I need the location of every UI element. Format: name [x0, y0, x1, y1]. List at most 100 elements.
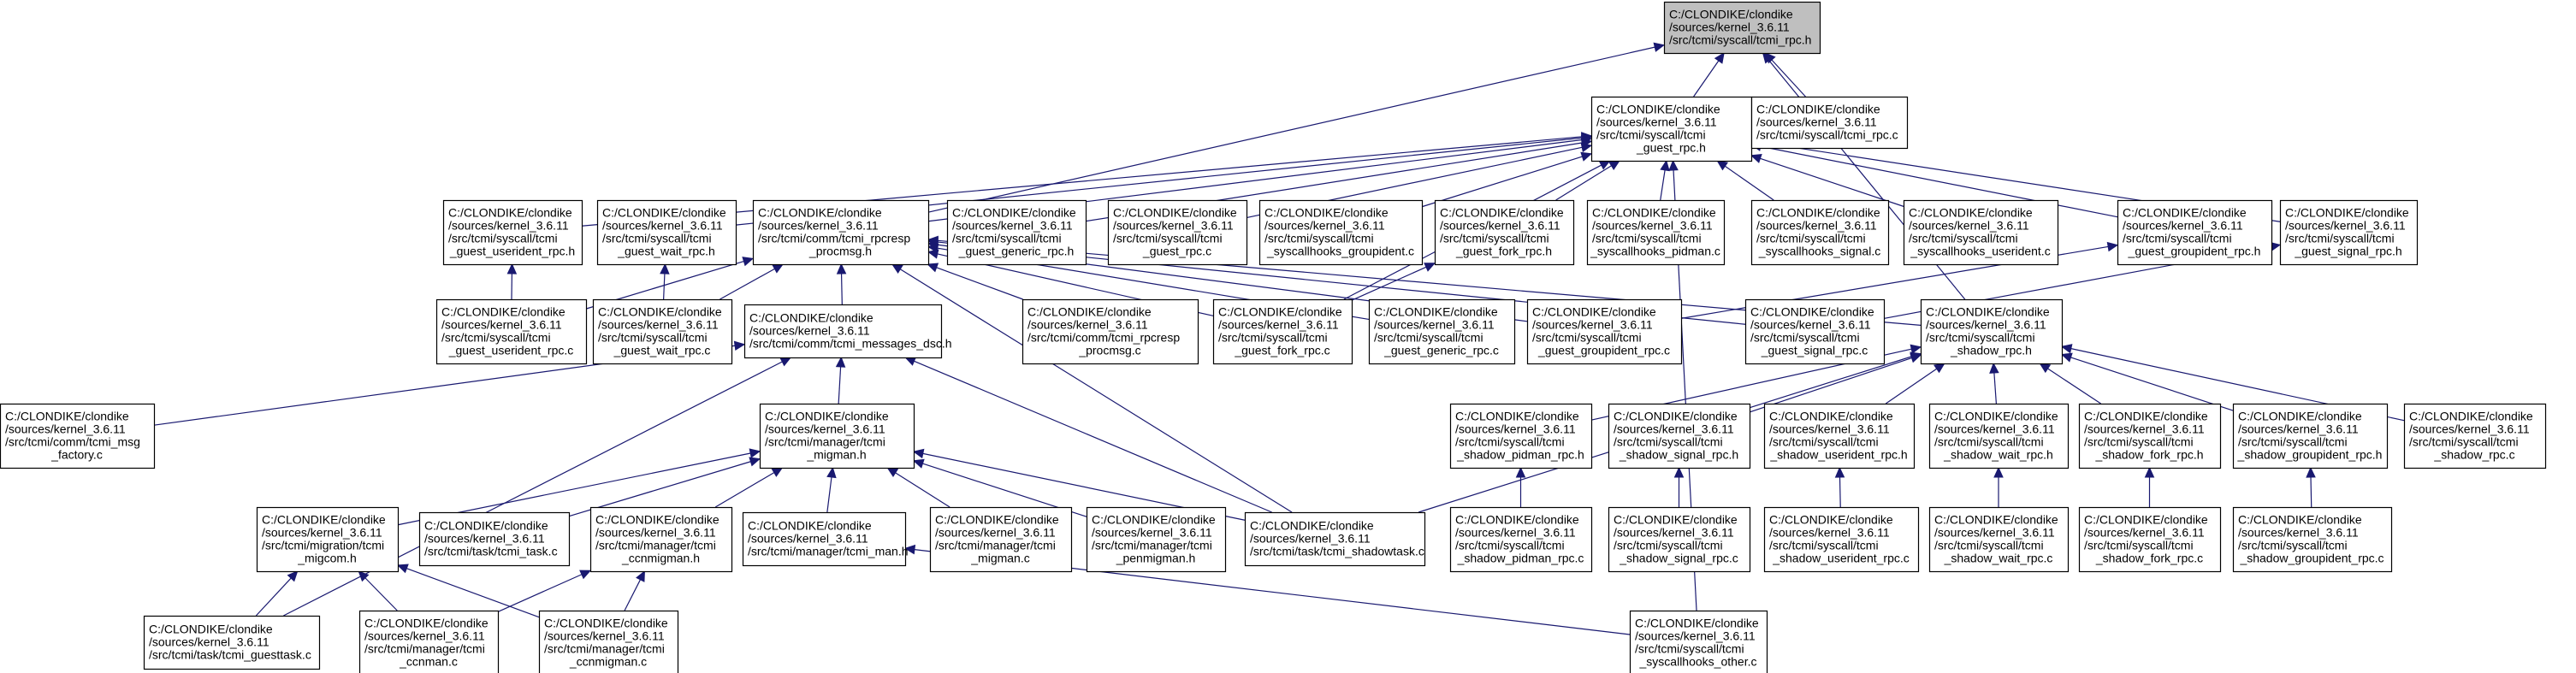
node-label-line: C:/CLONDIKE/clondike — [1218, 305, 1342, 319]
node-box — [1763, 506, 1920, 573]
node-label-line: /sources/kernel_3.6.11 — [544, 629, 665, 643]
node-box — [759, 403, 915, 469]
node-guest-signal-rpc-c[interactable]: C:/CLONDIKE/clondike/sources/kernel_3.6.… — [1744, 298, 1886, 365]
node-syscallhooks-signal-c[interactable]: C:/CLONDIKE/clondike/sources/kernel_3.6.… — [1750, 199, 1890, 266]
node-box — [1449, 403, 1593, 469]
node-guest-groupident-rpc-h[interactable]: C:/CLONDIKE/clondike/sources/kernel_3.6.… — [2117, 199, 2273, 266]
node-shadow-signal-rpc-c[interactable]: C:/CLONDIKE/clondike/sources/kernel_3.6.… — [1608, 506, 1751, 573]
node-migcom-h[interactable]: C:/CLONDIKE/clondike/sources/kernel_3.6.… — [256, 506, 400, 573]
node-shadow-wait-rpc-c[interactable]: C:/CLONDIKE/clondike/sources/kernel_3.6.… — [1928, 506, 2070, 573]
node-label-line: /src/tcmi/manager/tcmi — [544, 642, 665, 656]
node-label-line: C:/CLONDIKE/clondike — [2084, 410, 2208, 423]
node-shadow-rpc-h[interactable]: C:/CLONDIKE/clondike/sources/kernel_3.6.… — [1920, 298, 2064, 365]
node-shadow-userident-rpc-c[interactable]: C:/CLONDIKE/clondike/sources/kernel_3.6.… — [1763, 506, 1920, 573]
edge-man-h-to-migman-h — [826, 476, 832, 513]
node-box — [1526, 298, 1683, 365]
arrowhead-icon — [927, 263, 939, 273]
node-box — [1586, 199, 1726, 266]
node-guesttask-c[interactable]: C:/CLONDIKE/clondike/sources/kernel_3.6.… — [143, 615, 321, 670]
node-box — [1258, 199, 1424, 266]
node-shadow-groupident-rpc-c[interactable]: C:/CLONDIKE/clondike/sources/kernel_3.6.… — [2232, 506, 2393, 573]
node-syscallhooks-userident-c[interactable]: C:/CLONDIKE/clondike/sources/kernel_3.6.… — [1903, 199, 2059, 266]
arrowhead-icon — [742, 257, 755, 267]
node-msg-factory-c[interactable]: C:/CLONDIKE/clondike/sources/kernel_3.6.… — [0, 403, 156, 469]
node-guest-generic-rpc-h[interactable]: C:/CLONDIKE/clondike/sources/kernel_3.6.… — [946, 199, 1087, 266]
edge-guesttask-c-to-messages-dsc-h — [283, 361, 783, 617]
edge-rpcresp-procmsg-h-to-root — [927, 46, 1655, 213]
node-label-line: _ccnmigman.c — [569, 655, 647, 669]
node-box — [1022, 298, 1199, 365]
node-syscallhooks-groupident-c[interactable]: C:/CLONDIKE/clondike/sources/kernel_3.6.… — [1258, 199, 1424, 266]
node-shadow-userident-rpc-h[interactable]: C:/CLONDIKE/clondike/sources/kernel_3.6.… — [1763, 403, 1916, 469]
node-label-line: /src/tcmi/syscall/tcmi — [1909, 232, 2018, 245]
node-label-line: C:/CLONDIKE/clondike — [749, 311, 873, 325]
node-shadow-signal-rpc-h[interactable]: C:/CLONDIKE/clondike/sources/kernel_3.6.… — [1608, 403, 1751, 469]
node-label-line: /sources/kernel_3.6.11 — [2409, 422, 2530, 436]
node-label-line: /src/tcmi/manager/tcmi — [595, 539, 716, 552]
node-label-line: _shadow_signal_rpc.h — [1619, 448, 1738, 462]
node-guest-signal-rpc-h[interactable]: C:/CLONDIKE/clondike/sources/kernel_3.6.… — [2279, 199, 2419, 266]
arrowhead-icon — [506, 263, 518, 275]
node-label-line: /sources/kernel_3.6.11 — [749, 324, 870, 338]
edge-guest-wait-rpc-c-to-rpcresp-procmsg-h — [720, 268, 775, 300]
node-label-line: _guest_groupident_rpc.h — [2128, 245, 2261, 258]
node-label-line: C:/CLONDIKE/clondike — [5, 410, 129, 423]
node-syscallhooks-pidman-c[interactable]: C:/CLONDIKE/clondike/sources/kernel_3.6.… — [1586, 199, 1726, 266]
node-shadow-wait-rpc-h[interactable]: C:/CLONDIKE/clondike/sources/kernel_3.6.… — [1928, 403, 2070, 469]
node-label-line: /src/tcmi/manager/tcmi — [935, 539, 1056, 552]
node-migman-h[interactable]: C:/CLONDIKE/clondike/sources/kernel_3.6.… — [759, 403, 915, 469]
node-box — [538, 610, 679, 673]
node-tcmi-rpc-c[interactable]: C:/CLONDIKE/clondike/sources/kernel_3.6.… — [1750, 96, 1909, 150]
node-guest-wait-rpc-c[interactable]: C:/CLONDIKE/clondike/sources/kernel_3.6.… — [592, 298, 733, 365]
node-shadow-pidman-rpc-c[interactable]: C:/CLONDIKE/clondike/sources/kernel_3.6.… — [1449, 506, 1593, 573]
node-penmigman-h[interactable]: C:/CLONDIKE/clondike/sources/kernel_3.6.… — [1086, 506, 1227, 573]
node-label-line: _ccnmigman.h — [621, 552, 700, 565]
node-box — [2078, 403, 2222, 469]
node-guest-groupident-rpc-c[interactable]: C:/CLONDIKE/clondike/sources/kernel_3.6.… — [1526, 298, 1683, 365]
node-label-line: _shadow_userident_rpc.c — [1772, 552, 1910, 565]
node-label-line: C:/CLONDIKE/clondike — [1614, 513, 1738, 527]
node-syscallhooks-other-c[interactable]: C:/CLONDIKE/clondike/sources/kernel_3.6.… — [1629, 610, 1768, 673]
node-box — [1744, 298, 1886, 365]
node-box — [435, 298, 588, 365]
node-guest-wait-rpc-h[interactable]: C:/CLONDIKE/clondike/sources/kernel_3.6.… — [596, 199, 737, 266]
node-box — [929, 506, 1073, 573]
node-label-line: C:/CLONDIKE/clondike — [1614, 410, 1738, 423]
node-guest-fork-rpc-h[interactable]: C:/CLONDIKE/clondike/sources/kernel_3.6.… — [1434, 199, 1575, 266]
node-label-line: /src/tcmi/syscall/tcmi — [2409, 435, 2519, 449]
edge-shadow-userident-rpc-c-to-shadow-userident-rpc-h — [1839, 476, 1841, 508]
node-label-line: _procmsg.h — [808, 245, 872, 258]
node-guest-userident-rpc-c[interactable]: C:/CLONDIKE/clondike/sources/kernel_3.6.… — [435, 298, 588, 365]
node-label-line: /sources/kernel_3.6.11 — [1113, 219, 1234, 233]
node-shadow-fork-rpc-h[interactable]: C:/CLONDIKE/clondike/sources/kernel_3.6.… — [2078, 403, 2222, 469]
node-rpcresp-procmsg-h[interactable]: C:/CLONDIKE/clondike/sources/kernel_3.6.… — [752, 199, 930, 266]
node-box — [1920, 298, 2064, 365]
node-label-line: C:/CLONDIKE/clondike — [2238, 513, 2362, 527]
node-shadowtask-c[interactable]: C:/CLONDIKE/clondike/sources/kernel_3.6.… — [1244, 511, 1426, 567]
node-guest-userident-rpc-h[interactable]: C:/CLONDIKE/clondike/sources/kernel_3.6.… — [442, 199, 583, 266]
node-shadow-rpc-c[interactable]: C:/CLONDIKE/clondike/sources/kernel_3.6.… — [2403, 403, 2547, 469]
node-guest-rpc-h[interactable]: C:/CLONDIKE/clondike/sources/kernel_3.6.… — [1590, 96, 1753, 162]
node-ccnmigman-c[interactable]: C:/CLONDIKE/clondike/sources/kernel_3.6.… — [538, 610, 679, 673]
node-task-c[interactable]: C:/CLONDIKE/clondike/sources/kernel_3.6.… — [418, 511, 571, 567]
node-ccnmigman-h[interactable]: C:/CLONDIKE/clondike/sources/kernel_3.6.… — [589, 506, 733, 573]
node-guest-generic-rpc-c[interactable]: C:/CLONDIKE/clondike/sources/kernel_3.6.… — [1368, 298, 1516, 365]
node-label-line: /sources/kernel_3.6.11 — [2285, 219, 2406, 233]
node-ccnman-c[interactable]: C:/CLONDIKE/clondike/sources/kernel_3.6.… — [358, 610, 500, 673]
node-guest-rpc-c[interactable]: C:/CLONDIKE/clondike/sources/kernel_3.6.… — [1107, 199, 1248, 266]
node-box — [1750, 199, 1890, 266]
node-messages-dsc-h[interactable]: C:/CLONDIKE/clondike/sources/kernel_3.6.… — [743, 304, 952, 359]
node-label-line: /src/tcmi/syscall/tcmi — [1769, 435, 1879, 449]
node-shadow-fork-rpc-c[interactable]: C:/CLONDIKE/clondike/sources/kernel_3.6.… — [2078, 506, 2222, 573]
node-migman-c[interactable]: C:/CLONDIKE/clondike/sources/kernel_3.6.… — [929, 506, 1073, 573]
edge-shadowtask-c-to-messages-dsc-h — [914, 360, 1272, 513]
node-root[interactable]: C:/CLONDIKE/clondike/sources/kernel_3.6.… — [1663, 1, 1821, 55]
node-label-line: _shadow_signal_rpc.c — [1619, 552, 1738, 565]
node-label-line: C:/CLONDIKE/clondike — [2238, 410, 2362, 423]
node-guest-fork-rpc-c[interactable]: C:/CLONDIKE/clondike/sources/kernel_3.6.… — [1212, 298, 1353, 365]
node-rpcresp-procmsg-c[interactable]: C:/CLONDIKE/clondike/sources/kernel_3.6.… — [1022, 298, 1199, 365]
node-man-h[interactable]: C:/CLONDIKE/clondike/sources/kernel_3.6.… — [742, 511, 909, 567]
node-shadow-pidman-rpc-h[interactable]: C:/CLONDIKE/clondike/sources/kernel_3.6.… — [1449, 403, 1593, 469]
node-shadow-groupident-rpc-h[interactable]: C:/CLONDIKE/clondike/sources/kernel_3.6.… — [2232, 403, 2389, 469]
node-label-line: C:/CLONDIKE/clondike — [1092, 513, 1216, 527]
